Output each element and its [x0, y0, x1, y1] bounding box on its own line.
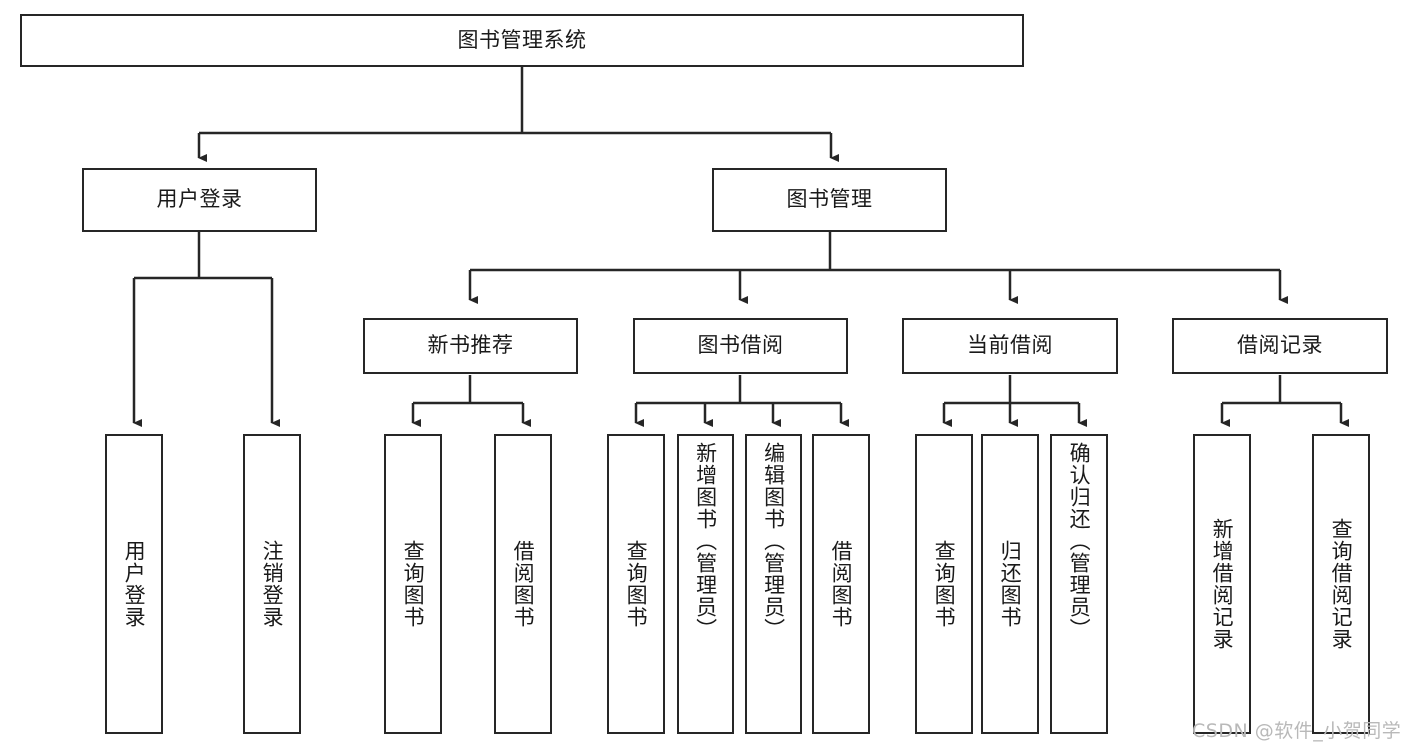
node-leaf-user-login-label: 用户登录: [122, 540, 147, 628]
node-leaf-query-book-2[interactable]: 查询图书: [607, 434, 665, 734]
node-leaf-query-book-1[interactable]: 查询图书: [384, 434, 442, 734]
node-leaf-edit-book-label: 编辑图书（管理员）: [761, 442, 786, 640]
node-leaf-add-record-label: 新增借阅记录: [1210, 518, 1235, 650]
node-leaf-logout-label: 注销登录: [260, 540, 285, 628]
node-book-manage[interactable]: 图书管理: [712, 168, 947, 232]
node-leaf-borrow-book-1-label: 借阅图书: [511, 540, 536, 628]
node-book-manage-label: 图书管理: [786, 187, 873, 212]
node-leaf-user-login[interactable]: 用户登录: [105, 434, 163, 734]
node-leaf-add-record[interactable]: 新增借阅记录: [1193, 434, 1251, 734]
node-leaf-query-book-3-label: 查询图书: [932, 540, 957, 628]
node-borrow-record[interactable]: 借阅记录: [1172, 318, 1388, 374]
node-root[interactable]: 图书管理系统: [20, 14, 1024, 67]
node-root-label: 图书管理系统: [457, 27, 587, 52]
node-leaf-return-book[interactable]: 归还图书: [981, 434, 1039, 734]
node-current-borrow[interactable]: 当前借阅: [902, 318, 1118, 374]
watermark: CSDN @软件_小贺同学: [1192, 720, 1402, 742]
node-new-book-recommend[interactable]: 新书推荐: [363, 318, 578, 374]
node-user-login[interactable]: 用户登录: [82, 168, 317, 232]
node-book-borrow-label: 图书借阅: [697, 333, 784, 358]
node-book-borrow[interactable]: 图书借阅: [633, 318, 848, 374]
node-leaf-query-book-3[interactable]: 查询图书: [915, 434, 973, 734]
node-leaf-query-record[interactable]: 查询借阅记录: [1312, 434, 1370, 734]
node-leaf-borrow-book-2-label: 借阅图书: [829, 540, 854, 628]
node-current-borrow-label: 当前借阅: [967, 333, 1053, 358]
node-user-login-label: 用户登录: [156, 187, 243, 212]
node-new-book-recommend-label: 新书推荐: [427, 333, 514, 358]
node-leaf-confirm-return[interactable]: 确认归还（管理员）: [1050, 434, 1108, 734]
node-leaf-add-book-label: 新增图书（管理员）: [693, 442, 718, 640]
node-leaf-borrow-book-1[interactable]: 借阅图书: [494, 434, 552, 734]
node-leaf-query-book-1-label: 查询图书: [401, 540, 426, 628]
node-leaf-logout[interactable]: 注销登录: [243, 434, 301, 734]
node-leaf-edit-book[interactable]: 编辑图书（管理员）: [745, 434, 802, 734]
node-leaf-confirm-return-label: 确认归还（管理员）: [1067, 442, 1092, 640]
node-leaf-query-record-label: 查询借阅记录: [1329, 518, 1354, 650]
node-leaf-return-book-label: 归还图书: [998, 540, 1023, 628]
node-leaf-add-book[interactable]: 新增图书（管理员）: [677, 434, 734, 734]
node-leaf-query-book-2-label: 查询图书: [624, 540, 649, 628]
node-borrow-record-label: 借阅记录: [1237, 333, 1323, 358]
node-leaf-borrow-book-2[interactable]: 借阅图书: [812, 434, 870, 734]
